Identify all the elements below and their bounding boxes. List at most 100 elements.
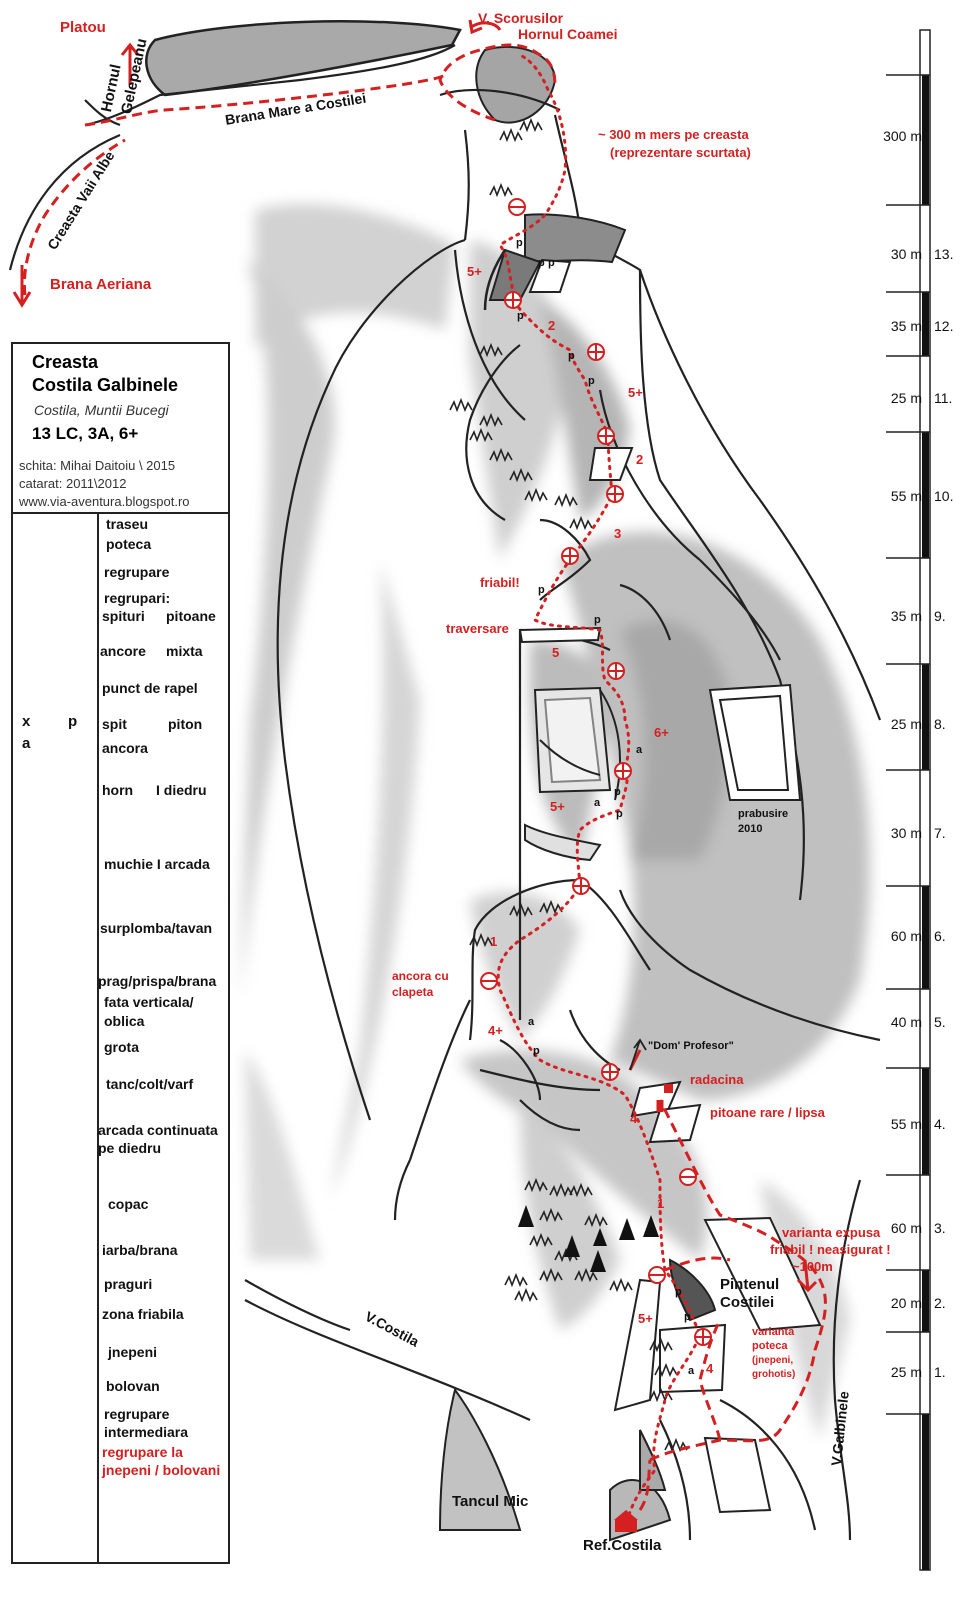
scale-pitch: 7. (934, 825, 946, 841)
grade-pitch-1b: 4 (706, 1361, 714, 1376)
grade-pitch-6: 5+ (550, 799, 565, 814)
legend-regrupari: regrupari: (104, 590, 171, 606)
legend-arcada-2: pe diedru (98, 1140, 162, 1156)
scale-pitch: 12. (934, 318, 954, 334)
scale-pitch: 8. (934, 716, 946, 732)
legend-poteca: poteca (106, 536, 152, 552)
arrow-dom-profesor (629, 1038, 647, 1071)
label-ridge-note-2: (reprezentare scurtata) (610, 145, 751, 160)
legend-divider (13, 512, 228, 514)
label-pitoane-rare: pitoane rare / lipsa (710, 1105, 825, 1120)
scale-pitch: 6. (934, 928, 946, 944)
plateau-rock (145, 20, 462, 97)
legend-fata-1: fata verticala/ (104, 994, 194, 1010)
scale-pitch: 9. (934, 608, 946, 624)
anchor-p: p (548, 257, 555, 269)
legend-bolovan: bolovan (106, 1378, 160, 1394)
grade-pitch-1: 5+ (638, 1311, 653, 1326)
legend-iarba: iarba/brana (102, 1242, 178, 1258)
label-varianta-poteca-3: (jnepeni, (752, 1355, 794, 1366)
legend-climbed: catarat: 2011\2012 (19, 476, 127, 491)
anchor-a: a (594, 797, 601, 809)
legend-tanc: tanc/colt/varf (106, 1076, 194, 1092)
scale-pitch: 4. (934, 1116, 946, 1132)
label-varianta-expusa-2: friabil ! neasigurat ! (770, 1242, 891, 1257)
label-varianta-poteca-2: poteca (752, 1340, 788, 1352)
scale-length: 300 m (883, 128, 922, 144)
label-traversare: traversare (446, 621, 509, 636)
legend-fata-2: oblica (104, 1013, 145, 1029)
scale-length: 55 m (890, 1116, 922, 1132)
anchor-p: p (533, 1045, 540, 1057)
anchor-p: p (588, 375, 595, 387)
legend-diedru: I diedru (156, 782, 207, 798)
legend-rapel: punct de rapel (102, 680, 198, 696)
scale-length: 30 m (890, 246, 922, 262)
scale-length: 25 m (890, 1364, 922, 1380)
terrain-outlines (8, 44, 882, 1541)
belay-stations (480, 198, 712, 1346)
legend-title-1: Creasta (32, 352, 99, 372)
legend-prag: prag/prispa/brana (98, 973, 217, 989)
legend-pitoane: pitoane (166, 608, 216, 624)
legend-p-symbol: p (68, 713, 78, 730)
grade-pitch-2: 1 (657, 1196, 665, 1211)
legend-panel: Creasta Costila Galbinele Costila, Munti… (11, 342, 230, 1564)
grade-pitch-3: 4 (630, 1111, 638, 1126)
anchor-a: a (528, 1016, 535, 1028)
scale-pitch: 10. (934, 488, 954, 504)
anchor-p: p (538, 584, 545, 596)
legend-interm-1: regrupare (104, 1406, 170, 1422)
anchor-p: p (594, 614, 601, 626)
legend-friabila: zona friabila (102, 1306, 184, 1322)
anchor-a: a (636, 744, 643, 756)
legend-column-divider (97, 512, 99, 1562)
legend-ancore: ancore (100, 643, 146, 659)
anchor-p: p (538, 257, 545, 269)
legend-a-symbol: a (22, 735, 31, 752)
scale-pitch: 2. (934, 1295, 946, 1311)
legend-jneprg-2: jnepeni / bolovani (102, 1462, 221, 1478)
label-prabusire-year: 2010 (738, 823, 763, 835)
legend-grade: 13 LC, 3A, 6+ (32, 424, 139, 443)
scale-length: 60 m (890, 928, 922, 944)
scale-pitch: 3. (934, 1220, 946, 1236)
anchor-p: p (516, 237, 523, 249)
legend-interm-2: intermediara (104, 1424, 189, 1440)
legend-muchie: muchie I arcada (104, 856, 210, 872)
label-dom-profesor: "Dom' Profesor" (648, 1040, 734, 1052)
anchor-p: p (614, 786, 621, 798)
label-prabusire: prabusire (738, 808, 789, 820)
legend-mixta: mixta (166, 643, 203, 659)
legend-x-symbol: x (22, 713, 31, 730)
legend-spituri: spituri (102, 608, 145, 624)
label-hornul-coamei: Hornul Coamei (518, 26, 618, 42)
scale-length: 20 m (890, 1295, 922, 1311)
scale-length: 60 m (890, 1220, 922, 1236)
legend-piton: piton (168, 716, 203, 732)
scale-length: 40 m (890, 1014, 922, 1030)
grade-pitch-13: 5+ (467, 264, 482, 279)
grade-pitch-5: 1 (490, 934, 498, 949)
legend-title-2: Costila Galbinele (32, 375, 179, 395)
legend-website: www.via-aventura.blogspot.ro (19, 494, 190, 509)
scale-pitch: 11. (934, 390, 953, 406)
label-ancora-clapeta-1: ancora cu (392, 969, 449, 983)
label-tancul-mic: Tancul Mic (452, 1493, 529, 1510)
label-varianta-poteca-4: grohotis) (752, 1369, 796, 1380)
legend-jnepeni: jnepeni (108, 1344, 158, 1360)
grade-pitch-4: 4+ (488, 1023, 503, 1038)
pitch-scale-bar (886, 29, 931, 1571)
label-platou: Platou (60, 19, 106, 36)
legend-regrupare: regrupare (104, 564, 170, 580)
legend-ancora: ancora (102, 740, 148, 756)
legend-subtitle: Costila, Muntii Bucegi (34, 402, 169, 418)
legend-spit: spit (102, 716, 127, 732)
legend-traseu: traseu (106, 516, 149, 532)
anchor-p: p (684, 1311, 691, 1323)
scale-length: 25 m (890, 716, 922, 732)
grass-tufts (449, 117, 688, 1453)
radacina-marker (664, 1084, 673, 1093)
grade-pitch-10: 2 (636, 452, 644, 467)
anchor-p: p (568, 350, 575, 362)
